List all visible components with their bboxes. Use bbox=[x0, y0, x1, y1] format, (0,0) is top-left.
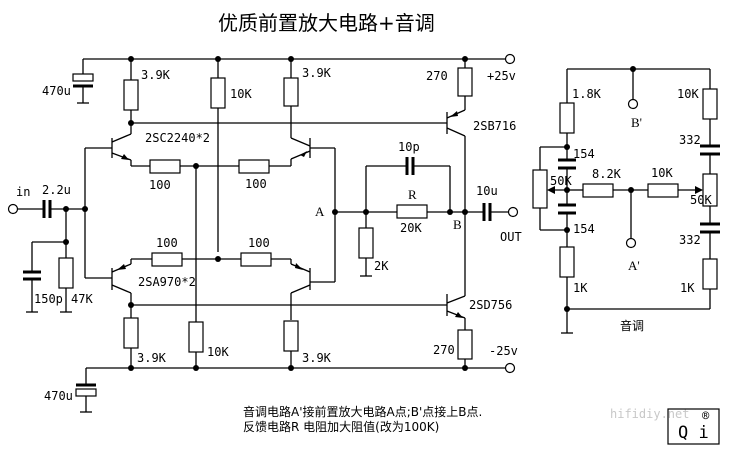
resistor-emitter-bottom-left bbox=[151, 252, 241, 267]
tone-mid-right-res-label: 10K bbox=[651, 166, 673, 180]
top-decoupling-cap-label: 470u bbox=[42, 84, 71, 98]
note-line-2: 反馈电路R 电阻加大阻值(改为100K) bbox=[243, 419, 439, 434]
resistor-top-left-collector bbox=[123, 59, 139, 123]
node-a-prime-terminal bbox=[625, 237, 637, 249]
tone-right-top-res-label: 10K bbox=[677, 87, 699, 101]
note-line-1: 音调电路A'接前置放大电路A点;B'点接上B点. bbox=[243, 404, 482, 419]
watermark: hifidiy.net bbox=[610, 407, 689, 421]
supply-pos-terminal bbox=[504, 53, 516, 65]
emitter-res-top-left-label: 100 bbox=[149, 178, 171, 192]
top-right-collector-res-label: 3.9K bbox=[302, 66, 332, 80]
transistor-npn-left bbox=[111, 123, 150, 167]
tone-right-bottom-cap-label: 332 bbox=[679, 233, 701, 247]
tone-mid-left-res-label: 8.2K bbox=[592, 167, 622, 181]
bottom-decoupling-capacitor bbox=[75, 368, 97, 413]
input-shunt-res-label: 47K bbox=[71, 292, 93, 306]
output-terminal bbox=[507, 206, 519, 218]
tone-control-circuit bbox=[532, 66, 720, 334]
tone-left-bottom-cap-label: 154 bbox=[573, 222, 595, 236]
input-shunt-cap-label: 150p bbox=[34, 292, 63, 306]
node-b-prime-terminal bbox=[627, 98, 639, 110]
tone-left-bottom-res-label: 1K bbox=[573, 281, 588, 295]
tone-left-top-res-label: 1.8K bbox=[572, 87, 602, 101]
feedback-capacitor bbox=[365, 157, 451, 212]
bottom-decoupling-cap-label: 470u bbox=[44, 389, 73, 403]
logo-text: Q i bbox=[678, 423, 709, 443]
input-terminal-and-cap bbox=[7, 200, 85, 313]
supply-neg-label: -25v bbox=[489, 344, 518, 358]
resistor-bottom-left-collector bbox=[123, 305, 139, 368]
output-bottom-transistor-label: 2SD756 bbox=[469, 298, 512, 312]
feedback-res-name: R bbox=[408, 187, 417, 202]
output-cap-label: 10u bbox=[476, 184, 498, 198]
bottom-rail bbox=[86, 362, 516, 374]
emitter-res-bottom-right-label: 100 bbox=[248, 236, 270, 250]
input-label: in bbox=[16, 185, 30, 199]
transistor-2sd756 bbox=[446, 294, 473, 368]
top-decoupling-capacitor bbox=[72, 59, 94, 104]
tone-left-top-cap-label: 154 bbox=[573, 147, 595, 161]
feedback-resistor bbox=[396, 204, 465, 219]
feedback-cap-label: 10p bbox=[398, 140, 420, 154]
resistor-top-mid bbox=[210, 59, 226, 252]
emitter-res-top-right-label: 100 bbox=[245, 177, 267, 191]
transistor-npn-right bbox=[290, 137, 336, 282]
tone-left-pot-label: 50K bbox=[550, 174, 572, 188]
tone-right-top-cap-label: 332 bbox=[679, 133, 701, 147]
resistor-bottom-mid bbox=[188, 321, 204, 368]
resistor-emitter-bottom-right bbox=[240, 252, 291, 267]
transistor-2sb716 bbox=[446, 59, 473, 296]
registered-mark: ® bbox=[702, 409, 710, 423]
logo-box bbox=[667, 408, 720, 445]
output-bottom-emitter-res-label: 270 bbox=[433, 343, 455, 357]
output-top-transistor-label: 2SB716 bbox=[473, 119, 516, 133]
top-left-collector-res-label: 3.9K bbox=[141, 68, 171, 82]
pnp-pair-label: 2SA970*2 bbox=[138, 275, 196, 289]
emitter-res-bottom-left-label: 100 bbox=[156, 236, 178, 250]
node-b-prime-label: B' bbox=[631, 115, 642, 130]
ground-res-label: 2K bbox=[374, 259, 389, 273]
resistor-bottom-right-collector bbox=[283, 320, 299, 368]
top-rail bbox=[83, 53, 516, 65]
bottom-mid-res-label: 10K bbox=[207, 345, 229, 359]
transistor-pnp-right bbox=[290, 259, 335, 320]
diagram-title: 优质前置放大电路+音调 bbox=[218, 11, 435, 35]
resistor-top-right-collector bbox=[283, 59, 299, 138]
top-mid-res-label: 10K bbox=[230, 87, 252, 101]
tone-section-label: 音调 bbox=[620, 318, 644, 333]
supply-neg-terminal bbox=[504, 362, 516, 374]
output-top-emitter-res-label: 270 bbox=[426, 69, 448, 83]
supply-pos-label: +25v bbox=[487, 69, 516, 83]
output-label: OUT bbox=[500, 230, 522, 244]
resistor-emitter-top-right bbox=[238, 159, 291, 174]
feedback-res-label: 20K bbox=[400, 221, 422, 235]
input-cap-label: 2.2u bbox=[42, 183, 71, 197]
npn-pair-label: 2SC2240*2 bbox=[145, 131, 210, 145]
tone-right-bottom-res-label: 1K bbox=[680, 281, 695, 295]
ground-resistor bbox=[358, 212, 374, 277]
node-b-label: B bbox=[453, 217, 462, 232]
resistor-emitter-top-left bbox=[149, 159, 239, 174]
tone-right-pot-label: 50K bbox=[690, 193, 712, 207]
node-a-label: A bbox=[315, 204, 325, 219]
output-capacitor bbox=[465, 203, 519, 221]
bottom-left-collector-res-label: 3.9K bbox=[137, 351, 167, 365]
node-a-prime-label: A' bbox=[628, 258, 640, 273]
bottom-right-collector-res-label: 3.9K bbox=[302, 351, 332, 365]
